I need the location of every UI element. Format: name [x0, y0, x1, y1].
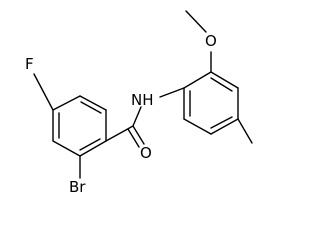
molecule-drawing: F Br O NH O: [25, 10, 253, 196]
fluorine-label: F: [25, 55, 34, 73]
bond-ring2-methyl: [237, 118, 253, 144]
bond-n-ring2: [159, 87, 185, 98]
bond-ring2-inner-2: [210, 116, 233, 129]
bond-ring2-e: [183, 118, 212, 135]
bond-ring1-inner-2: [79, 138, 101, 151]
bond-c-f: [33, 73, 54, 111]
bond-ring1-inner-1: [80, 101, 102, 114]
bond-ring2-inner-1: [210, 77, 233, 92]
bromine-label: Br: [69, 178, 86, 196]
bond-ring2-b: [210, 71, 239, 89]
bond-ring1-c: [79, 140, 107, 157]
left-benzene-ring: [52, 95, 107, 157]
bond-ring2-d: [210, 118, 239, 135]
carbonyl-oxygen-label: O: [140, 144, 152, 162]
bond-ring1-f: [52, 95, 81, 111]
bond-carbonyl-n: [132, 106, 142, 127]
molecule-svg: F Br O NH O: [25, 10, 253, 196]
bond-carbonyl-double-a: [132, 125, 145, 145]
bond-ring1-a: [79, 95, 107, 111]
bond-ring2-a: [183, 71, 212, 89]
bond-ring-carbonyl: [105, 125, 134, 142]
right-benzene-ring: [183, 71, 239, 135]
bond-carbonyl-double-b: [127, 128, 140, 148]
amide-nitrogen-label: NH: [131, 91, 154, 109]
bond-o-methyl: [185, 10, 207, 33]
bond-ring1-d: [52, 140, 81, 157]
methoxy-oxygen-label: O: [205, 32, 217, 50]
